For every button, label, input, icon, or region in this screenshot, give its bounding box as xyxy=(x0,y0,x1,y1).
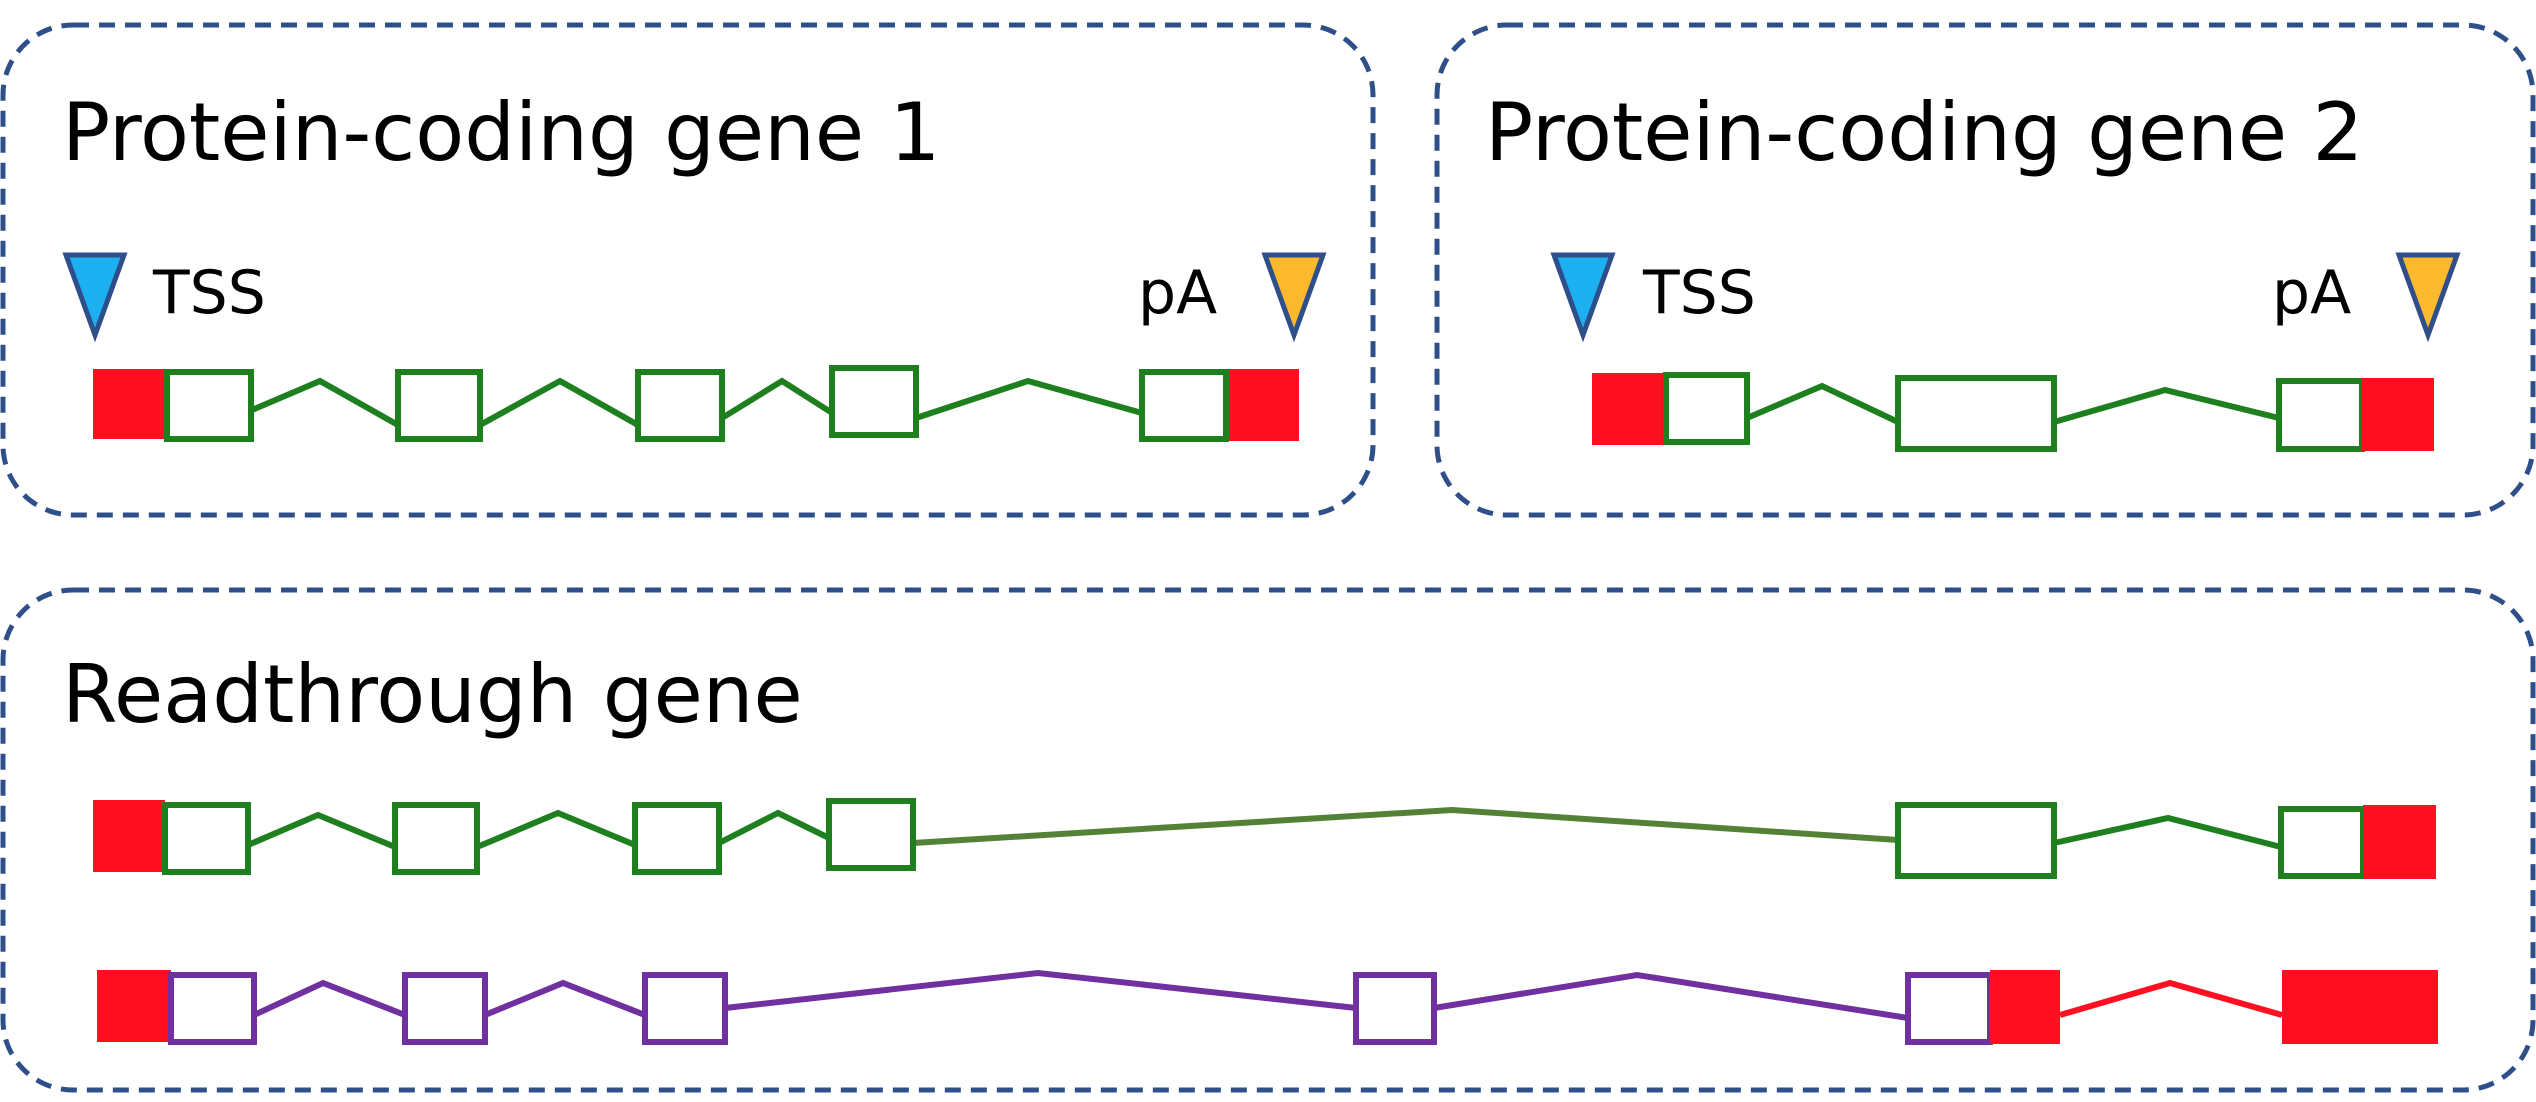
intron xyxy=(915,377,1143,421)
intron xyxy=(2053,386,2280,425)
intron xyxy=(483,979,647,1018)
tss-label: TSS xyxy=(152,258,266,328)
exon xyxy=(402,972,488,1045)
intron xyxy=(250,377,400,428)
transcript-gene-2 xyxy=(1592,372,2434,452)
panel-readthrough-gene: Readthrough gene xyxy=(0,587,2536,1093)
intron-noncoding xyxy=(2059,979,2283,1018)
intron xyxy=(478,377,640,428)
pa-label: pA xyxy=(2272,258,2351,328)
pa-marker-icon xyxy=(1261,252,1327,343)
intron xyxy=(2053,814,2282,850)
exon xyxy=(168,972,257,1045)
utr-5prime xyxy=(1592,373,1666,445)
utr-3prime-terminal xyxy=(2282,970,2438,1044)
intron xyxy=(475,809,637,850)
panel-title: Protein-coding gene 2 xyxy=(1485,86,2363,179)
exon xyxy=(829,365,919,438)
tss-marker-icon xyxy=(1550,252,1616,343)
exon xyxy=(635,369,725,442)
utr-5prime xyxy=(97,970,171,1042)
exon xyxy=(1905,972,1993,1045)
exon xyxy=(632,802,722,875)
utr-3prime xyxy=(2363,805,2436,879)
exon xyxy=(1353,972,1437,1045)
exon xyxy=(1139,369,1229,442)
panel-border xyxy=(0,587,2536,1093)
panel-protein-coding-gene-1: Protein-coding gene 1 TSS pA xyxy=(0,22,1376,518)
utr-3prime xyxy=(2362,378,2434,451)
exon xyxy=(395,369,483,442)
exon xyxy=(1895,802,2057,879)
utr-3prime xyxy=(1229,369,1299,441)
intron xyxy=(1745,382,1900,425)
exon xyxy=(2278,806,2366,879)
panel-border xyxy=(1434,22,2536,518)
intron xyxy=(246,811,397,850)
tss-marker-icon xyxy=(62,252,128,343)
intron xyxy=(724,969,1357,1011)
panel-protein-coding-gene-2: Protein-coding gene 2 TSS pA xyxy=(1434,22,2536,518)
utr-5prime xyxy=(93,369,167,439)
utr-5prime xyxy=(93,800,165,872)
exon xyxy=(392,802,480,875)
exon xyxy=(1663,372,1750,445)
exon xyxy=(1895,375,2057,452)
panel-title: Readthrough gene xyxy=(62,648,803,741)
readthrough-transcript-1 xyxy=(93,798,2436,879)
panel-title: Protein-coding gene 1 xyxy=(62,86,940,179)
transcript-gene-1 xyxy=(93,365,1299,442)
tss-label: TSS xyxy=(1642,258,1756,328)
utr-3prime xyxy=(1990,970,2060,1044)
readthrough-transcript-2 xyxy=(97,969,2438,1045)
exon xyxy=(2276,378,2365,452)
intron xyxy=(717,809,831,846)
exon xyxy=(162,802,251,875)
exon xyxy=(642,972,728,1045)
pa-label: pA xyxy=(1138,258,1217,328)
intron xyxy=(720,377,842,421)
readthrough-intron xyxy=(912,806,1899,846)
panel-border xyxy=(0,22,1376,518)
intron xyxy=(1433,971,1909,1021)
pa-marker-icon xyxy=(2395,252,2461,343)
exon xyxy=(164,369,254,442)
exon xyxy=(826,798,916,871)
intron xyxy=(252,979,407,1018)
